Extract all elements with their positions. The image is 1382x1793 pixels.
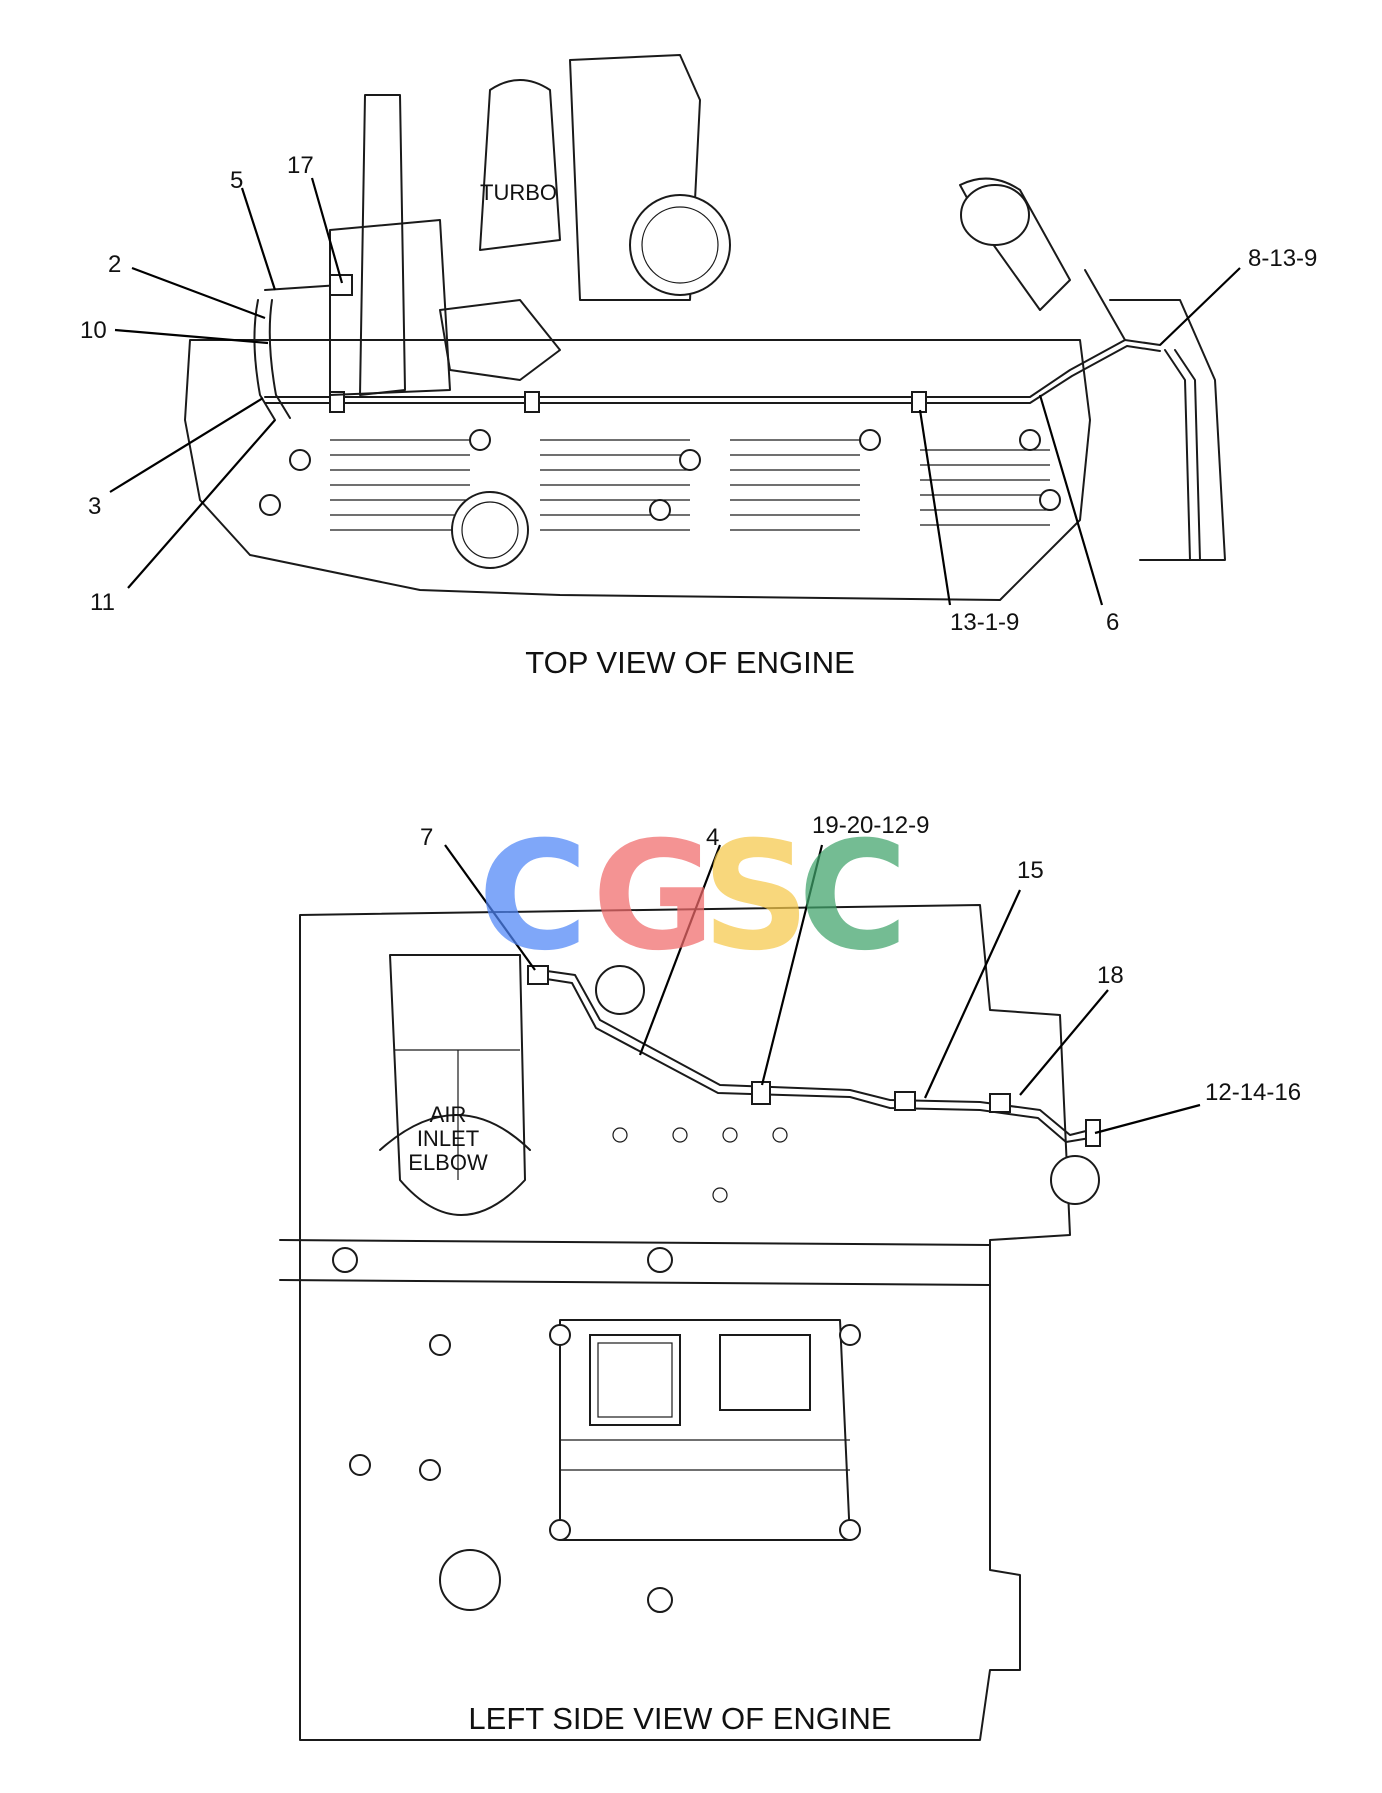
callout-8-13-9: 8-13-9 [1248, 245, 1317, 272]
callout-7: 7 [420, 824, 433, 851]
watermark-letter-4: C [798, 810, 908, 984]
callout-19-20-12-9: 19-20-12-9 [812, 812, 929, 839]
callout-15: 15 [1017, 857, 1044, 884]
air-inlet-label-line-1: AIR [430, 1102, 467, 1127]
turbo-label: TURBO [480, 180, 557, 205]
top-view-title: TOP VIEW OF ENGINE [525, 645, 855, 680]
side-view-drawing [279, 904, 1101, 1741]
callout-18: 18 [1097, 962, 1124, 989]
callout-12-14-16: 12-14-16 [1205, 1079, 1301, 1106]
cgsc-watermark: C G S C [478, 810, 908, 984]
watermark-letter-3: S [702, 810, 810, 984]
callout-4: 4 [706, 824, 719, 851]
callout-3: 3 [88, 493, 101, 520]
top-view-leader-lines [109, 177, 1241, 606]
callout-6: 6 [1106, 609, 1119, 636]
watermark-letter-2: G [592, 810, 715, 984]
top-view-labels: TURBO 5 17 2 10 3 11 8-13-9 13-1-9 6 TOP… [80, 152, 1317, 680]
callout-17: 17 [287, 152, 314, 179]
callout-13-1-9: 13-1-9 [950, 609, 1019, 636]
air-inlet-label-line-3: ELBOW [408, 1150, 488, 1175]
callout-11: 11 [90, 589, 115, 616]
top-view-drawing [184, 54, 1226, 601]
side-view-labels: AIR INLET ELBOW 7 4 19-20-12-9 15 18 12-… [408, 812, 1301, 1736]
callout-2: 2 [108, 251, 121, 278]
callout-10: 10 [80, 317, 107, 344]
side-view-title: LEFT SIDE VIEW OF ENGINE [468, 1701, 891, 1736]
watermark-letter-1: C [478, 810, 588, 984]
side-view-leader-lines [444, 844, 1201, 1135]
callout-5: 5 [230, 167, 243, 194]
air-inlet-label-line-2: INLET [417, 1126, 479, 1151]
